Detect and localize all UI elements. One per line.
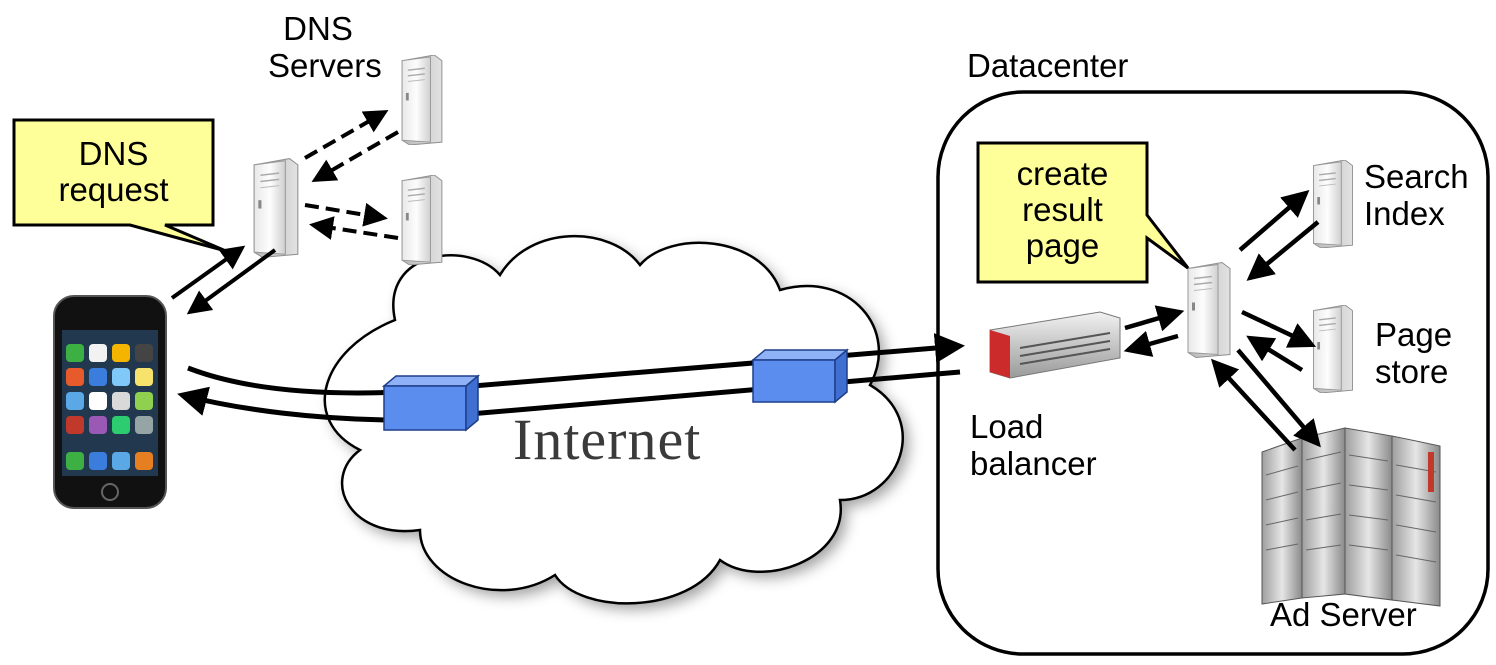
search-index-line2: Index: [1364, 195, 1445, 232]
dns-servers-label-line1: DNS: [283, 10, 353, 47]
dns-servers-label: DNS Servers: [268, 10, 382, 84]
dns-server-bottom-icon: [401, 175, 443, 265]
datacenter-arrows: [1123, 190, 1321, 452]
dns-request-text: DNS request: [14, 136, 213, 208]
load-balancer-line2: balancer: [970, 445, 1097, 482]
create-result-page-line2: result: [1022, 191, 1103, 228]
search-index-line1: Search: [1364, 158, 1469, 195]
load-balancer-icon: [989, 311, 1121, 379]
page-store-server-icon: [1312, 305, 1354, 393]
internet-label: Internet: [513, 407, 702, 472]
create-result-page-callout: [976, 141, 1190, 284]
load-balancer-label: Load balancer: [970, 408, 1097, 482]
dns-resolver-server-icon: [253, 158, 299, 258]
page-store-line2: store: [1375, 353, 1449, 390]
create-result-page-line3: page: [1025, 227, 1100, 264]
server-rack-icon: [1261, 427, 1441, 607]
packet-box-icon: [750, 348, 850, 404]
packet-box-icon: [381, 374, 481, 432]
ad-server-label: Ad Server: [1270, 596, 1417, 633]
page-store-label: Page store: [1375, 316, 1452, 390]
dns-request-callout: [12, 118, 227, 253]
smartphone-icon: [53, 295, 167, 509]
page-store-line1: Page: [1375, 316, 1453, 353]
dns-request-line1: DNS: [78, 135, 149, 172]
dns-recursive-arrows: [304, 110, 400, 240]
dns-server-top-icon: [401, 55, 443, 145]
search-index-server-icon: [1312, 160, 1354, 248]
dns-request-line2: request: [58, 171, 169, 208]
dns-query-arrows: [170, 245, 277, 315]
load-balancer-line1: Load: [970, 408, 1044, 445]
dns-servers-label-line2: Servers: [268, 47, 382, 84]
datacenter-label: Datacenter: [967, 47, 1129, 84]
create-result-page-line1: create: [1016, 155, 1109, 192]
internet-cloud: [323, 235, 909, 610]
frontend-server-icon: [1187, 262, 1231, 358]
search-index-label: Search Index: [1364, 158, 1469, 232]
create-result-page-text: create result page: [978, 156, 1147, 264]
